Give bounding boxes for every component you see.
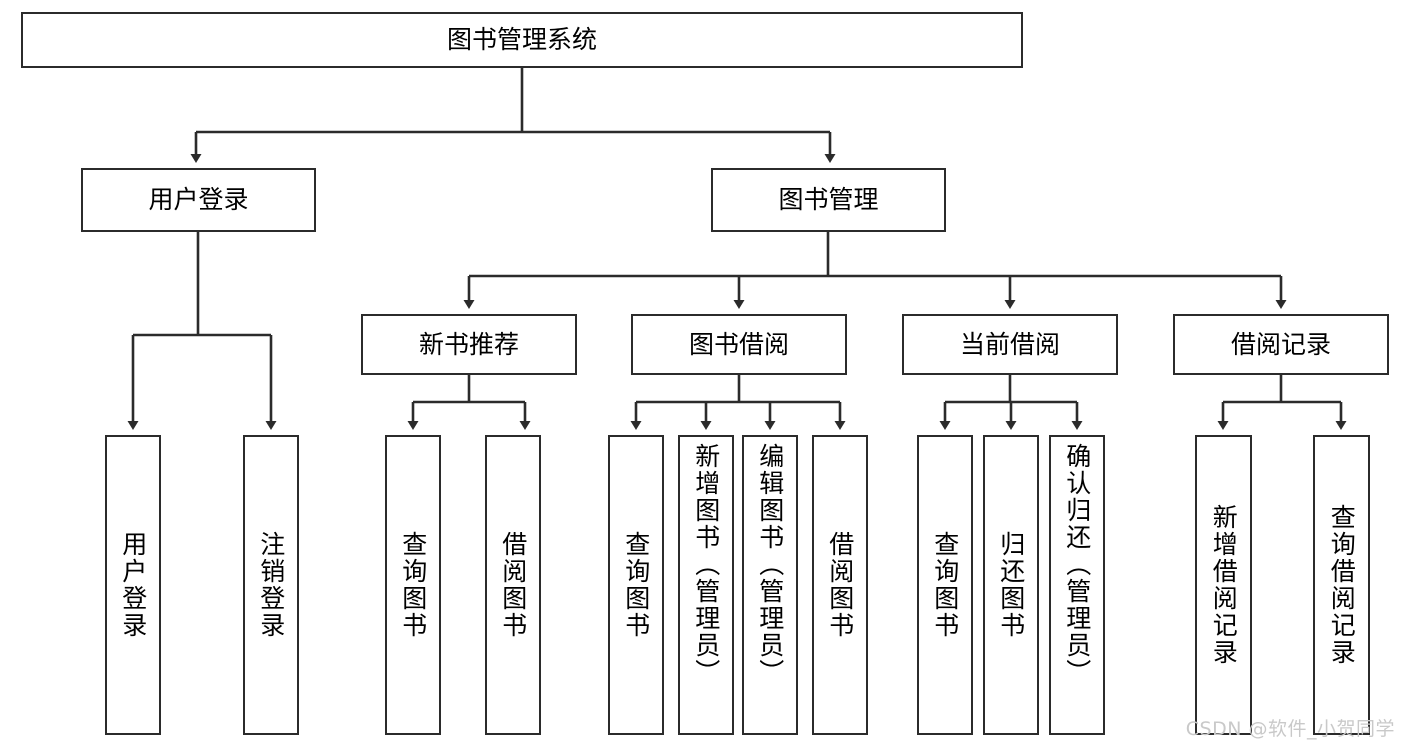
leaf-user-login-logout[interactable]: 注销登录 — [243, 435, 299, 735]
leaf-user-login-logout-label: 注销登录 — [256, 531, 286, 639]
node-new-book-recommend-label: 新书推荐 — [418, 329, 519, 359]
leaf-borrow-record-query[interactable]: 查询借阅记录 — [1313, 435, 1370, 735]
leaf-new-book-borrow[interactable]: 借阅图书 — [485, 435, 541, 735]
leaf-borrow-record-query-label: 查询借阅记录 — [1327, 504, 1357, 666]
leaf-current-borrow-return-label: 归还图书 — [996, 531, 1026, 639]
leaf-book-borrow-edit-label: 编辑图书（管理员） — [755, 443, 785, 686]
node-root[interactable]: 图书管理系统 — [21, 12, 1023, 68]
leaf-book-borrow-borrow[interactable]: 借阅图书 — [812, 435, 868, 735]
leaf-current-borrow-confirm[interactable]: 确认归还（管理员） — [1049, 435, 1105, 735]
node-user-login-label: 用户登录 — [148, 185, 249, 215]
node-user-login[interactable]: 用户登录 — [81, 168, 316, 232]
leaf-book-borrow-query[interactable]: 查询图书 — [608, 435, 664, 735]
node-book-management[interactable]: 图书管理 — [711, 168, 946, 232]
leaf-user-login-login-label: 用户登录 — [118, 531, 148, 639]
node-book-borrow[interactable]: 图书借阅 — [631, 314, 847, 375]
leaf-new-book-query-label: 查询图书 — [398, 531, 428, 639]
leaf-book-borrow-query-label: 查询图书 — [621, 531, 651, 639]
leaf-book-borrow-borrow-label: 借阅图书 — [825, 531, 855, 639]
node-book-borrow-label: 图书借阅 — [688, 329, 789, 359]
leaf-borrow-record-add-label: 新增借阅记录 — [1209, 504, 1239, 666]
leaf-book-borrow-add-label: 新增图书（管理员） — [691, 443, 721, 686]
leaf-current-borrow-query-label: 查询图书 — [930, 531, 960, 639]
leaf-new-book-query[interactable]: 查询图书 — [385, 435, 441, 735]
leaf-current-borrow-confirm-label: 确认归还（管理员） — [1062, 443, 1092, 686]
watermark-text: CSDN @软件_小贺同学 — [1185, 718, 1395, 740]
node-borrow-records-label: 借阅记录 — [1230, 329, 1331, 359]
node-new-book-recommend[interactable]: 新书推荐 — [361, 314, 577, 375]
node-current-borrow[interactable]: 当前借阅 — [902, 314, 1118, 375]
leaf-current-borrow-return[interactable]: 归还图书 — [983, 435, 1039, 735]
node-book-management-label: 图书管理 — [778, 185, 879, 215]
leaf-new-book-borrow-label: 借阅图书 — [498, 531, 528, 639]
leaf-current-borrow-query[interactable]: 查询图书 — [917, 435, 973, 735]
leaf-book-borrow-add[interactable]: 新增图书（管理员） — [678, 435, 734, 735]
leaf-user-login-login[interactable]: 用户登录 — [105, 435, 161, 735]
node-root-label: 图书管理系统 — [446, 25, 597, 55]
node-borrow-records[interactable]: 借阅记录 — [1173, 314, 1389, 375]
leaf-borrow-record-add[interactable]: 新增借阅记录 — [1195, 435, 1252, 735]
leaf-book-borrow-edit[interactable]: 编辑图书（管理员） — [742, 435, 798, 735]
node-current-borrow-label: 当前借阅 — [959, 329, 1060, 359]
